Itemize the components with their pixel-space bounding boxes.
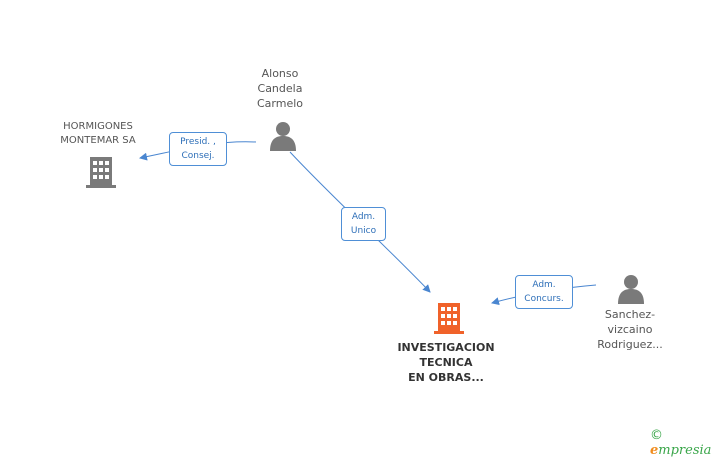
person-name-alonso[interactable]: Alonso Candela Carmelo [256, 67, 304, 110]
building-icon-main[interactable] [434, 303, 464, 334]
edge-label-adm-concurs[interactable]: Adm. Concurs. [515, 275, 573, 309]
person-icon[interactable] [618, 275, 644, 304]
edge-label-presid[interactable]: Presid. , Consej. [169, 132, 227, 166]
edge-label-adm-unico[interactable]: Adm. Unico [341, 207, 386, 241]
person-icon[interactable] [270, 122, 296, 151]
company-name-hormigones[interactable]: HORMIGONES MONTEMAR SA [60, 121, 136, 146]
company-name-investigacion[interactable]: INVESTIGACION TECNICA EN OBRAS... [397, 341, 495, 384]
person-name-sanchez[interactable]: Sanchez- vizcaino Rodriguez... [597, 308, 663, 351]
copyright-symbol: © [650, 428, 663, 443]
brand-logo: © empresia [650, 428, 728, 458]
brand-name: mpresia [658, 443, 712, 458]
building-icon[interactable] [86, 157, 116, 188]
